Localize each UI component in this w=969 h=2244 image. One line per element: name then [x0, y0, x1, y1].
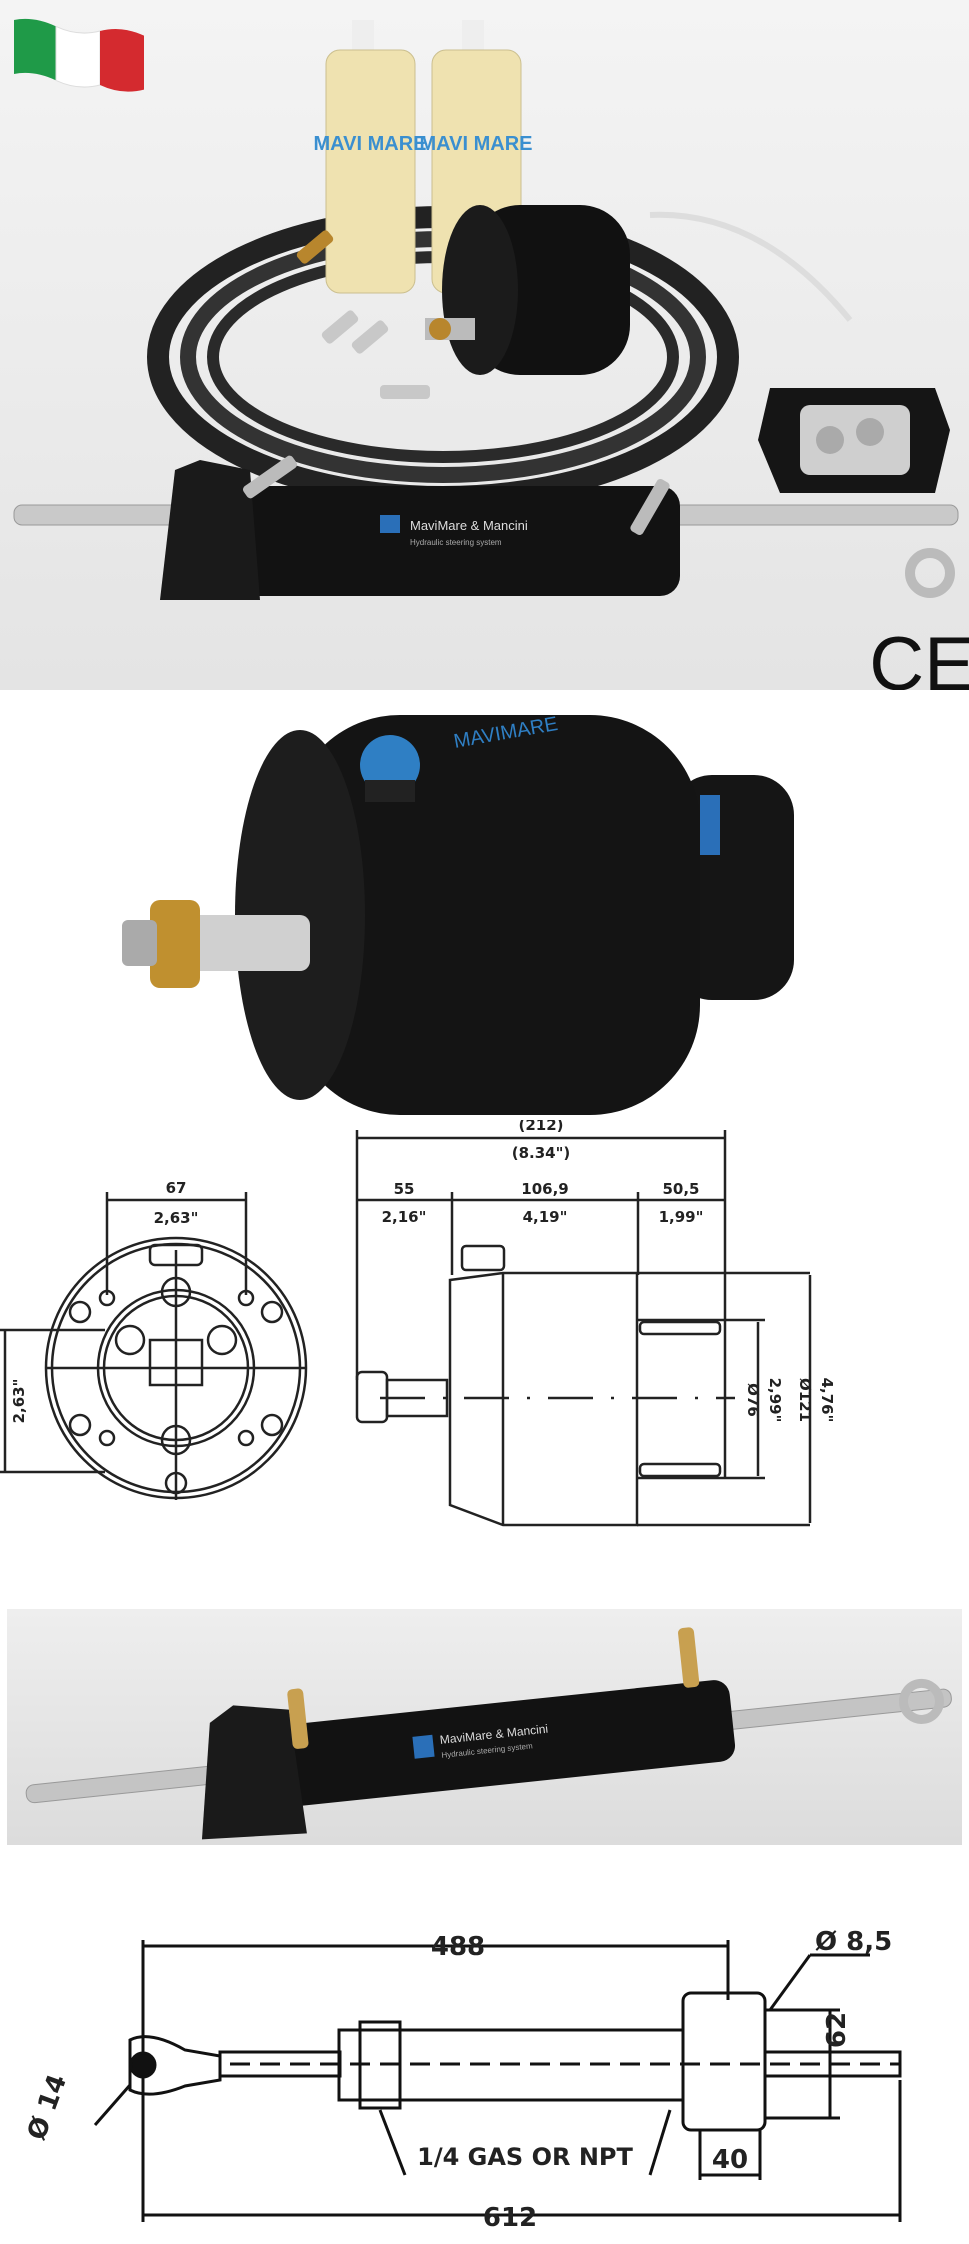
- dim-mount-height: 62: [822, 2012, 852, 2048]
- pump-technical-drawing: 67 2,63" 2,63" (21: [0, 1120, 969, 1580]
- cylinder-photo: MaviMare & Mancini Hydraulic steering sy…: [7, 1609, 962, 1845]
- cylinder-technical-drawing: 488 612 Ø 8,5 Ø 14 1/4 GAS OR NPT 40 62: [0, 1880, 969, 2244]
- dim-eye-diameter: Ø 14: [22, 2070, 73, 2144]
- cylinder-illustration: MaviMare & Mancini Hydraulic steering sy…: [25, 1627, 952, 1840]
- pump-illustration: MAVIMARE: [122, 713, 794, 1115]
- dim-front-width-in: 2,63": [154, 1209, 199, 1227]
- cylinder-subtitle: Hydraulic steering system: [410, 538, 502, 547]
- bleed-tube: [649, 211, 853, 322]
- dim-length-488: 488: [431, 1932, 485, 1962]
- pump-side-view: [355, 1130, 812, 1527]
- steering-cylinder: MaviMare & Mancini Hydraulic steering sy…: [13, 455, 959, 600]
- oil-bottle: MAVI MARE: [314, 20, 427, 294]
- dim-segment-in: 4,19": [523, 1208, 568, 1226]
- dim-mount-width: 40: [712, 2145, 748, 2175]
- dim-dia-large-in: 4,76": [818, 1378, 836, 1423]
- dim-dia-small-mm: Ø76: [744, 1383, 762, 1417]
- dim-hole-diameter: Ø 8,5: [815, 1927, 892, 1957]
- italian-flag-icon: [14, 18, 144, 92]
- dim-segment-mm: 106,9: [521, 1180, 568, 1198]
- cylinder-drawing-svg: 488 612 Ø 8,5 Ø 14 1/4 GAS OR NPT 40 62: [22, 1927, 902, 2233]
- fittings: [296, 230, 430, 399]
- dim-front-height-in: 2,63": [10, 1379, 28, 1424]
- ce-mark: CE: [869, 622, 969, 690]
- bottle-label: MAVI MARE: [420, 133, 533, 155]
- dim-dia-small-in: 2,99": [766, 1378, 784, 1423]
- dim-overall-in: (8.34"): [512, 1144, 571, 1162]
- dim-front-width-mm: 67: [166, 1179, 187, 1197]
- dim-segment-in: 1,99": [659, 1208, 704, 1226]
- dim-segment-in: 2,16": [382, 1208, 427, 1226]
- helm-pump: [425, 205, 630, 375]
- pump-photo: MAVIMARE: [0, 690, 969, 1120]
- dim-dia-large-mm: Ø121: [796, 1378, 814, 1422]
- dim-overall-mm: (212): [518, 1120, 563, 1134]
- dim-segment-mm: 50,5: [662, 1180, 699, 1198]
- bottle-label: MAVI MARE: [314, 133, 427, 155]
- kit-photo-illustration: MAVI MARE MAVI MARE: [13, 18, 969, 690]
- kit-photo: MAVI MARE MAVI MARE: [0, 0, 969, 690]
- mounting-plate: [758, 388, 950, 493]
- pump-front-view: [0, 1192, 308, 1500]
- pump-drawing-svg: 67 2,63" 2,63" (21: [0, 1120, 836, 1527]
- dim-segment-mm: 55: [394, 1180, 415, 1198]
- port-note: 1/4 GAS OR NPT: [417, 2143, 633, 2171]
- cylinder-brand: MaviMare & Mancini: [410, 518, 528, 533]
- dim-length-612: 612: [483, 2203, 537, 2233]
